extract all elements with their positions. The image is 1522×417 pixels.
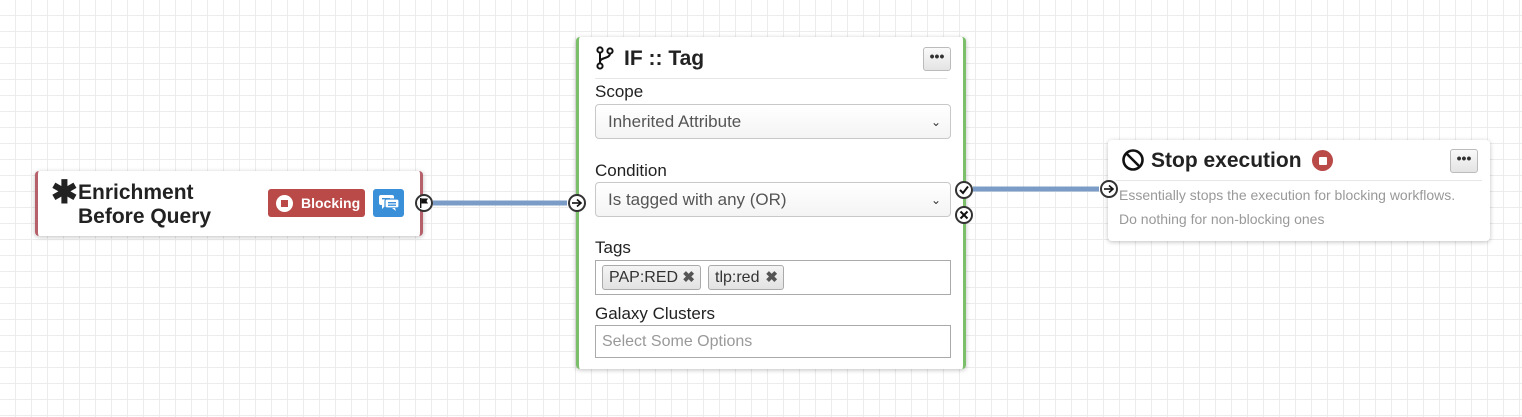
- tag-chip: tlp:red ✖: [708, 265, 784, 290]
- remove-tag-icon[interactable]: ✖: [765, 269, 778, 286]
- tag-chip-label: PAP:RED: [609, 269, 679, 286]
- tags-input[interactable]: PAP:RED ✖ tlp:red ✖: [595, 260, 951, 295]
- chevron-down-icon: ⌄: [930, 193, 941, 207]
- node-stop-execution[interactable]: Stop execution ••• Essentially stops the…: [1108, 140, 1490, 241]
- ban-icon: [1122, 149, 1144, 171]
- galaxy-clusters-label: Galaxy Clusters: [595, 304, 715, 323]
- flag-icon: [420, 198, 428, 208]
- arrow-right-icon: [1104, 184, 1115, 194]
- blocking-badge: Blocking: [268, 189, 365, 217]
- tags-label: Tags: [595, 238, 631, 257]
- node-title: IF :: Tag: [624, 47, 705, 70]
- tag-chip-label: tlp:red: [715, 269, 760, 286]
- output-port-false[interactable]: [955, 206, 973, 224]
- galaxy-clusters-input[interactable]: Select Some Options: [595, 325, 951, 358]
- blocking-label: Blocking: [301, 195, 361, 211]
- scope-label: Scope: [595, 82, 644, 101]
- output-port-flag[interactable]: [415, 194, 433, 212]
- input-port[interactable]: [1100, 180, 1118, 198]
- scope-value: Inherited Attribute: [608, 112, 742, 131]
- stop-badge-icon: [1312, 150, 1333, 171]
- node-description: Essentially stops the execution for bloc…: [1119, 187, 1456, 227]
- node-menu-button[interactable]: •••: [1450, 149, 1478, 173]
- chevron-down-icon: ⌄: [930, 115, 941, 129]
- chat-bubbles-icon[interactable]: [373, 189, 404, 217]
- x-icon: [959, 210, 969, 220]
- stop-circle-icon: [276, 194, 293, 212]
- condition-value: Is tagged with any (OR): [608, 190, 787, 209]
- tag-chip: PAP:RED ✖: [602, 265, 701, 290]
- condition-select[interactable]: Is tagged with any (OR) ⌄: [595, 182, 951, 217]
- scope-select[interactable]: Inherited Attribute ⌄: [595, 104, 951, 139]
- arrow-right-icon: [572, 198, 583, 208]
- node-title: Stop execution: [1151, 149, 1302, 172]
- branch-icon: [596, 46, 614, 70]
- node-enrichment-before-query[interactable]: ✱ Enrichment Before Query Blocking: [35, 171, 423, 236]
- input-port[interactable]: [568, 194, 586, 212]
- node-title: Enrichment Before Query: [78, 181, 212, 228]
- node-menu-button[interactable]: •••: [923, 47, 951, 71]
- output-port-true[interactable]: [955, 181, 973, 199]
- header-divider: [1116, 180, 1482, 181]
- remove-tag-icon[interactable]: ✖: [682, 269, 695, 286]
- header-divider: [595, 78, 947, 79]
- asterisk-icon: ✱: [51, 174, 78, 210]
- check-icon: [959, 185, 969, 195]
- node-if-tag[interactable]: IF :: Tag ••• Scope Inherited Attribute …: [576, 37, 966, 369]
- condition-label: Condition: [595, 161, 667, 180]
